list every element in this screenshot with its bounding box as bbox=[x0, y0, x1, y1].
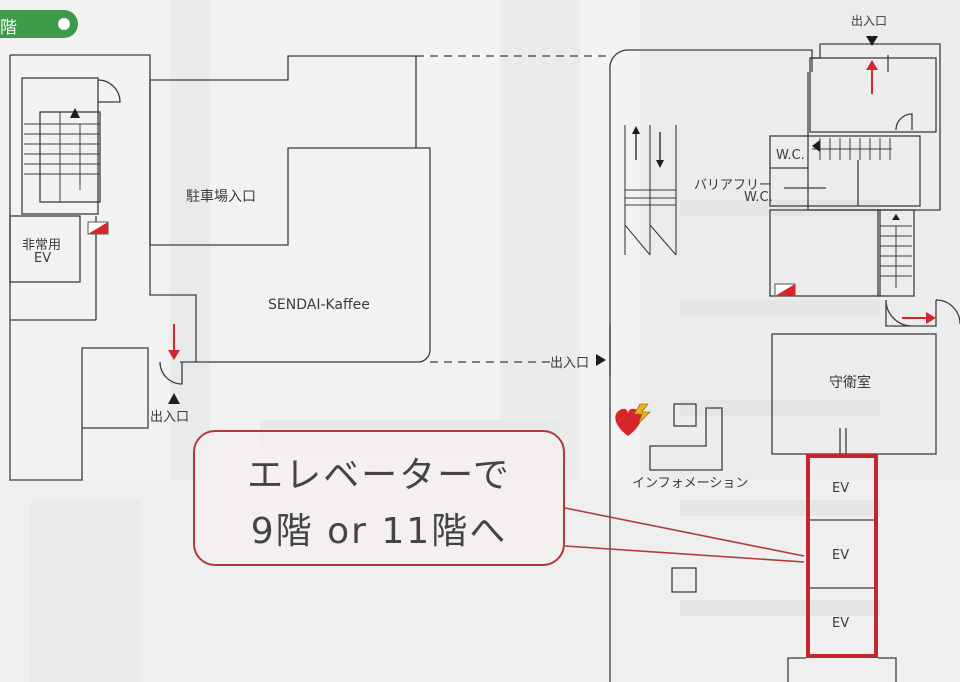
parking-entrance-label: 駐車場入口 bbox=[186, 189, 256, 205]
ev-label-3: EV bbox=[832, 616, 850, 631]
guard-room-label: 守衛室 bbox=[829, 375, 871, 391]
emergency-ev-label-2: EV bbox=[34, 251, 52, 266]
ev-label-2: EV bbox=[832, 548, 850, 563]
emergency-ev-label: 非常用 bbox=[22, 238, 62, 253]
entrance-center-label: 出入口 bbox=[550, 356, 590, 371]
floor-indicator-dot bbox=[58, 18, 70, 30]
wc-label: W.C. bbox=[776, 148, 805, 163]
barrier-free-label: バリアフリー bbox=[694, 178, 773, 193]
elevator-highlight-box bbox=[806, 454, 878, 658]
entrance-left-label: 出入口 bbox=[150, 410, 190, 425]
entrance-top-right-label: 出入口 bbox=[851, 14, 888, 28]
elevator-callout: エレベーターで 9階 or 11階へ bbox=[193, 430, 565, 566]
callout-line-1: エレベーターで bbox=[247, 455, 511, 496]
ev-label-1: EV bbox=[832, 481, 850, 496]
information-label: インフォメーション bbox=[632, 476, 749, 491]
floor-indicator-text: 階 bbox=[0, 18, 17, 38]
cafe-label: SENDAI-Kaffee bbox=[268, 297, 370, 313]
barrier-free-label-2: W.C. bbox=[744, 190, 773, 205]
callout-line-2: 9階 or 11階へ bbox=[250, 511, 508, 552]
floor-indicator-badge: 階 bbox=[0, 10, 78, 38]
